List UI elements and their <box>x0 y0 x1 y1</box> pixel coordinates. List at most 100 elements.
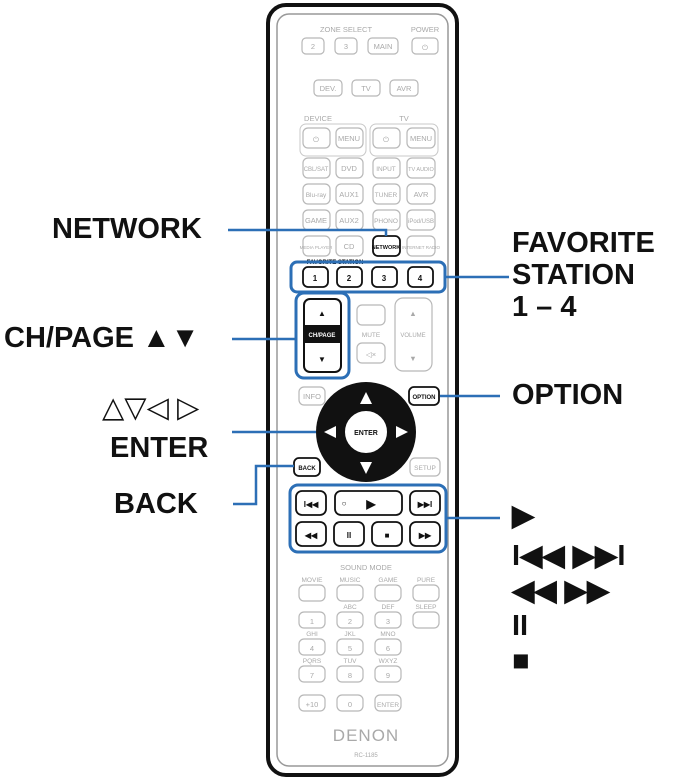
input-button[interactable] <box>372 157 401 179</box>
num-8-button[interactable] <box>336 665 364 683</box>
movie-button[interactable] <box>298 584 326 602</box>
ipod-usb-button[interactable] <box>406 209 436 231</box>
num-9-button[interactable] <box>374 665 402 683</box>
stop-button[interactable] <box>371 521 403 547</box>
dev-button[interactable] <box>313 79 343 97</box>
info-button[interactable] <box>298 386 326 406</box>
tv-audio-label: TV AUDIO <box>408 167 434 173</box>
zone-3-label: 3 <box>344 42 348 51</box>
rewind-button[interactable] <box>295 521 327 547</box>
enter-key-label: ENTER <box>354 430 378 437</box>
ch-page-highlight-frame <box>294 291 351 380</box>
option-key-label: OPTION <box>412 395 435 401</box>
play-button[interactable] <box>334 490 403 516</box>
num-3-button[interactable] <box>374 611 402 629</box>
zone-2-button[interactable] <box>301 37 325 55</box>
game-mode-button[interactable] <box>374 584 402 602</box>
def-label: DEF <box>382 604 395 611</box>
sound-mode-label: SOUND MODE <box>340 563 392 572</box>
num-4-button[interactable] <box>298 638 326 656</box>
setup-label: SETUP <box>414 465 436 472</box>
option-button[interactable] <box>408 386 440 406</box>
phono-label: PHONO <box>374 218 398 225</box>
abc-label: ABC <box>343 604 357 611</box>
media-player-button[interactable] <box>302 235 331 257</box>
bluray-button[interactable] <box>302 183 331 205</box>
tuner-button[interactable] <box>372 183 401 205</box>
tv-mode-label: TV <box>361 84 371 93</box>
ch-page-callout: CH/PAGE ▲▼ <box>4 322 200 354</box>
aux1-button[interactable] <box>335 183 364 205</box>
zone-main-label: MAIN <box>374 42 393 51</box>
favorite-2-button[interactable] <box>336 266 363 288</box>
avr-source-label: AVR <box>414 190 429 199</box>
sleep-button[interactable] <box>412 611 440 629</box>
num-4-label: 4 <box>310 644 314 653</box>
num-3-label: 3 <box>386 617 390 626</box>
mute-button[interactable] <box>356 342 386 364</box>
device-group-frame <box>299 123 367 157</box>
avr-source-button[interactable] <box>406 183 436 205</box>
tv-audio-button[interactable] <box>406 157 436 179</box>
volume-rocker[interactable] <box>394 297 433 372</box>
rewind-icon: ◀◀ <box>304 531 318 540</box>
setup-button[interactable] <box>409 457 441 477</box>
num-7-button[interactable] <box>298 665 326 683</box>
cd-button[interactable] <box>335 235 364 257</box>
num-5-label: 5 <box>348 644 352 653</box>
dvd-button[interactable] <box>335 157 364 179</box>
ghi-label: GHI <box>306 631 318 638</box>
device-power-button[interactable] <box>302 127 331 149</box>
zone-main-button[interactable] <box>367 37 399 55</box>
pause-callout: II <box>512 610 529 642</box>
num-8-label: 8 <box>348 671 352 680</box>
num-0-label: 0 <box>348 700 352 709</box>
favorite-1-button[interactable] <box>302 266 329 288</box>
plus10-button[interactable] <box>298 694 326 712</box>
num-6-button[interactable] <box>374 638 402 656</box>
num-2-button[interactable] <box>336 611 364 629</box>
movie-label: MOVIE <box>302 577 324 584</box>
fast-forward-button[interactable] <box>409 521 441 547</box>
favorite-4-label: 4 <box>418 274 423 283</box>
num-5-button[interactable] <box>336 638 364 656</box>
num-0-button[interactable] <box>336 694 364 712</box>
avr-mode-button[interactable] <box>389 79 419 97</box>
ch-page-label: CH/PAGE <box>309 333 336 339</box>
num-7-label: 7 <box>310 671 314 680</box>
network-callout: NETWORK <box>52 213 202 245</box>
tv-mode-button[interactable] <box>351 79 381 97</box>
zone-3-button[interactable] <box>334 37 358 55</box>
cbl-sat-button[interactable] <box>302 157 331 179</box>
ch-page-band <box>305 325 340 343</box>
picture-button[interactable] <box>356 304 386 326</box>
pure-button[interactable] <box>412 584 440 602</box>
tv-menu-button[interactable] <box>406 127 436 149</box>
tv-power-button[interactable] <box>372 127 401 149</box>
pause-button[interactable] <box>333 521 365 547</box>
aux2-label: AUX2 <box>339 216 359 225</box>
tv-group-frame <box>369 123 439 157</box>
info-label: INFO <box>303 392 321 401</box>
device-label: DEVICE <box>304 114 332 123</box>
num-enter-button[interactable] <box>374 694 402 712</box>
skip-forward-button[interactable] <box>409 490 441 516</box>
power-button[interactable] <box>411 37 439 55</box>
power-icon: ⏻ <box>422 43 429 52</box>
internet-radio-button[interactable] <box>406 235 436 257</box>
fast-forward-icon: ▶▶ <box>418 531 432 540</box>
back-key-label: BACK <box>298 466 316 472</box>
num-1-button[interactable] <box>298 611 326 629</box>
favorite-3-button[interactable] <box>371 266 398 288</box>
favorite-4-button[interactable] <box>407 266 434 288</box>
zone-2-label: 2 <box>311 42 315 51</box>
device-menu-button[interactable] <box>335 127 364 149</box>
plus10-label: +10 <box>306 700 319 709</box>
enter-button[interactable] <box>343 409 389 455</box>
music-button[interactable] <box>336 584 364 602</box>
skip-back-button[interactable] <box>295 490 327 516</box>
favorite-callout-line1: FAVORITE <box>512 227 655 259</box>
cbl-sat-label: CBL/SAT <box>304 167 329 173</box>
cursor-up-icon <box>360 392 372 404</box>
